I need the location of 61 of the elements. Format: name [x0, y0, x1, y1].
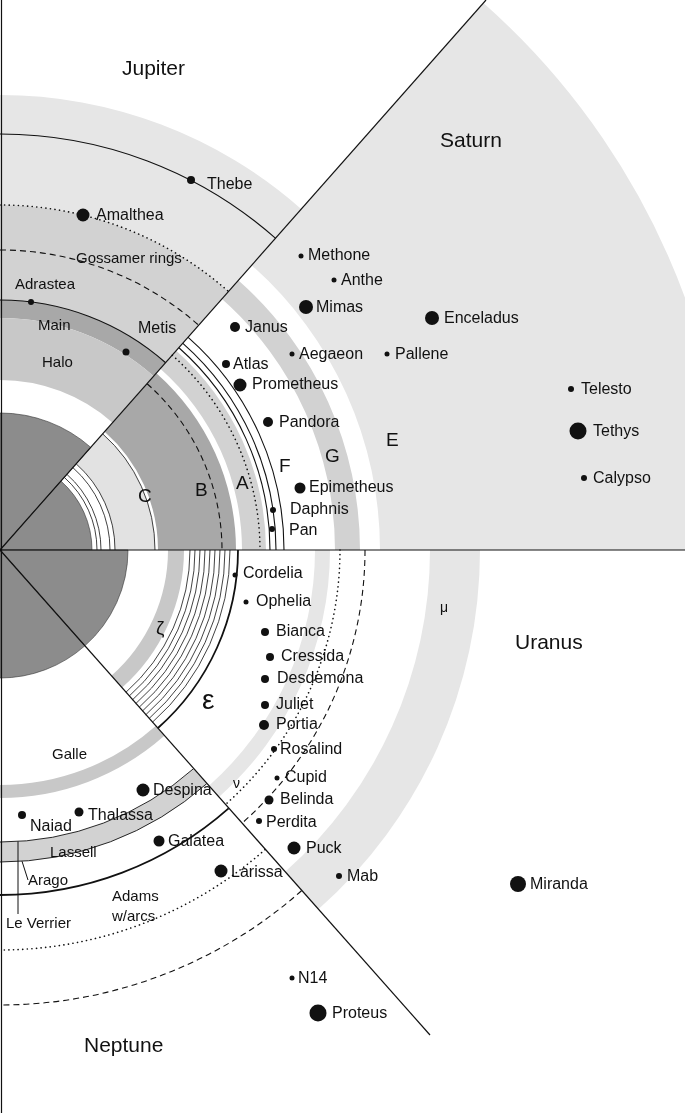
moon-label: Metis: [138, 319, 177, 337]
moon-label: Janus: [245, 318, 288, 336]
moon-label: Puck: [306, 839, 342, 857]
ring-label: Main: [38, 316, 71, 334]
ring-label: B: [195, 479, 208, 501]
ring-label: Gossamer rings: [76, 249, 182, 267]
moon-label: Telesto: [581, 380, 632, 398]
leader-line: [17, 840, 19, 915]
ring-label: ε: [202, 685, 215, 715]
moon-label: Atlas: [233, 355, 269, 373]
leader-line: [21, 860, 29, 881]
planet-label: Uranus: [515, 630, 583, 654]
planet-label: Saturn: [440, 128, 502, 152]
moon-label: Miranda: [530, 875, 588, 893]
moon-label: Proteus: [332, 1004, 388, 1022]
moon-label: Thebe: [207, 175, 253, 193]
moon-label: Bianca: [276, 622, 325, 640]
moon-label: Portia: [276, 715, 318, 733]
moon-label: Ophelia: [256, 592, 312, 610]
moon-label: Anthe: [341, 271, 383, 289]
ring-label: Le Verrier: [6, 914, 72, 932]
moon-label: Cressida: [281, 647, 345, 665]
ring-label: G: [325, 445, 340, 467]
moon-label: Mimas: [316, 298, 364, 316]
ring-label: ν: [233, 775, 240, 791]
ring-label: Adrastea: [15, 275, 76, 293]
moon-label: Aegaeon: [299, 345, 364, 363]
moon-label: Methone: [308, 246, 371, 264]
moon-label: Cupid: [285, 768, 327, 786]
moon-label: Rosalind: [280, 740, 343, 758]
moon-label: Enceladus: [444, 309, 519, 327]
ring-label: ζ: [156, 617, 165, 639]
ring-label: F: [279, 455, 291, 477]
moon-label: Belinda: [280, 790, 334, 808]
ring-label: A: [236, 472, 249, 494]
moon-label: Daphnis: [290, 500, 349, 518]
moon-label: Tethys: [593, 422, 640, 440]
moon-label: Prometheus: [252, 375, 339, 393]
planet-label: Jupiter: [122, 56, 186, 80]
moon-label: Larissa: [231, 863, 283, 881]
moon-label: Desdemona: [277, 669, 364, 687]
ring-label: C: [138, 485, 152, 507]
moon-label: Cordelia: [243, 564, 303, 582]
moon-label: Pandora: [279, 413, 340, 431]
moon-label: Perdita: [266, 813, 317, 831]
moon-label: Epimetheus: [309, 478, 394, 496]
ring-label: Galle: [52, 745, 88, 763]
moon-label: Calypso: [593, 469, 651, 487]
moon-label: Juliet: [276, 695, 314, 713]
moon-label: Pallene: [395, 345, 449, 363]
moon-label: Mab: [347, 867, 379, 885]
ring-label: Halo: [42, 353, 73, 371]
moon-label: Pan: [289, 521, 318, 539]
moon-label: Amalthea: [96, 206, 164, 224]
moon-label: Naiad: [30, 817, 72, 835]
ring-label: Arago: [28, 871, 69, 889]
ring-label: μ: [440, 599, 449, 615]
moon-label: N14: [298, 969, 328, 987]
ring-label: Adams w/arcs: [112, 886, 160, 926]
ring-label: E: [386, 429, 399, 451]
planet-label: Neptune: [84, 1033, 164, 1057]
